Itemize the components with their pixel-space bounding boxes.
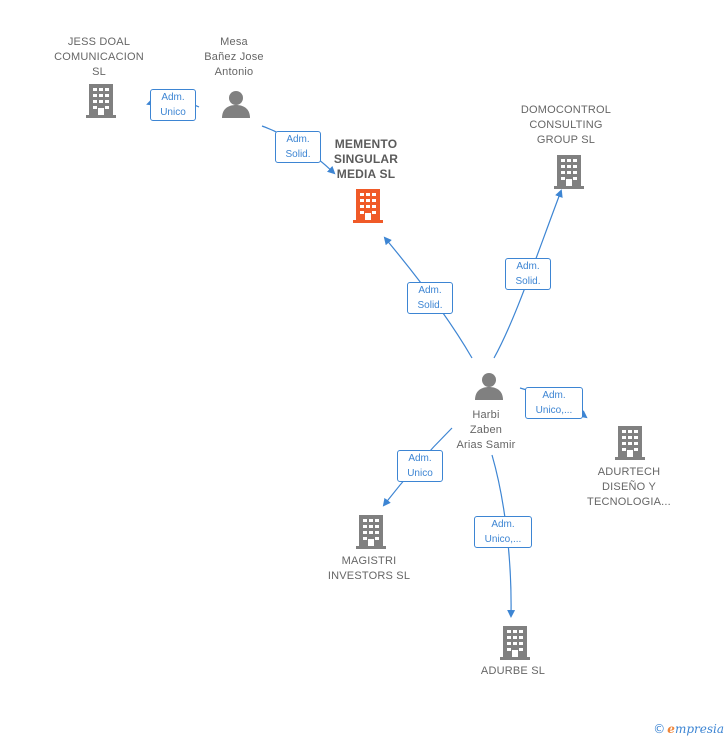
node-label-harbi[interactable]: Harbi Zaben Arias Samir: [456, 409, 516, 451]
node-label-magistri[interactable]: MAGISTRI INVESTORS SL: [327, 555, 411, 582]
building-icon[interactable]: [500, 626, 530, 660]
brand-initial: e: [667, 722, 675, 736]
brand-name: mpresia: [674, 722, 724, 736]
node-label-memento[interactable]: MEMENTO SINGULAR MEDIA SL: [333, 137, 399, 181]
building-icon[interactable]: [356, 515, 386, 549]
person-icon[interactable]: [474, 372, 504, 400]
node-label-adurtech[interactable]: ADURTECH DISEÑO Y TECNOLOGIA...: [587, 466, 671, 508]
node-label-mesa[interactable]: Mesa Bañez Jose Antonio: [204, 36, 264, 78]
copyright-icon: ©: [653, 722, 666, 736]
node-label-domocontrol[interactable]: DOMOCONTROL CONSULTING GROUP SL: [520, 104, 612, 146]
person-icon[interactable]: [221, 90, 251, 118]
edge-label-harbi-magistri[interactable]: Adm. Unico: [397, 450, 443, 482]
empresia-logo: ©empresia: [653, 722, 724, 736]
edge-label-mesa-jess[interactable]: Adm. Unico: [150, 89, 196, 121]
edge-label-harbi-memento[interactable]: Adm. Solid.: [407, 282, 453, 314]
building-icon[interactable]: [554, 155, 584, 189]
building-icon[interactable]: [615, 426, 645, 460]
node-label-jess-doal[interactable]: JESS DOAL COMUNICACION SL: [54, 36, 144, 78]
building-icon[interactable]: [86, 84, 116, 118]
edge-label-mesa-memento[interactable]: Adm. Solid.: [275, 131, 321, 163]
building-icon-main[interactable]: [353, 189, 383, 223]
node-label-adurbe[interactable]: ADURBE SL: [480, 665, 546, 677]
edge-label-harbi-adurbe[interactable]: Adm. Unico,...: [474, 516, 532, 548]
edge-label-harbi-domocontrol[interactable]: Adm. Solid.: [505, 258, 551, 290]
edge-label-harbi-adurtech[interactable]: Adm. Unico,...: [525, 387, 583, 419]
